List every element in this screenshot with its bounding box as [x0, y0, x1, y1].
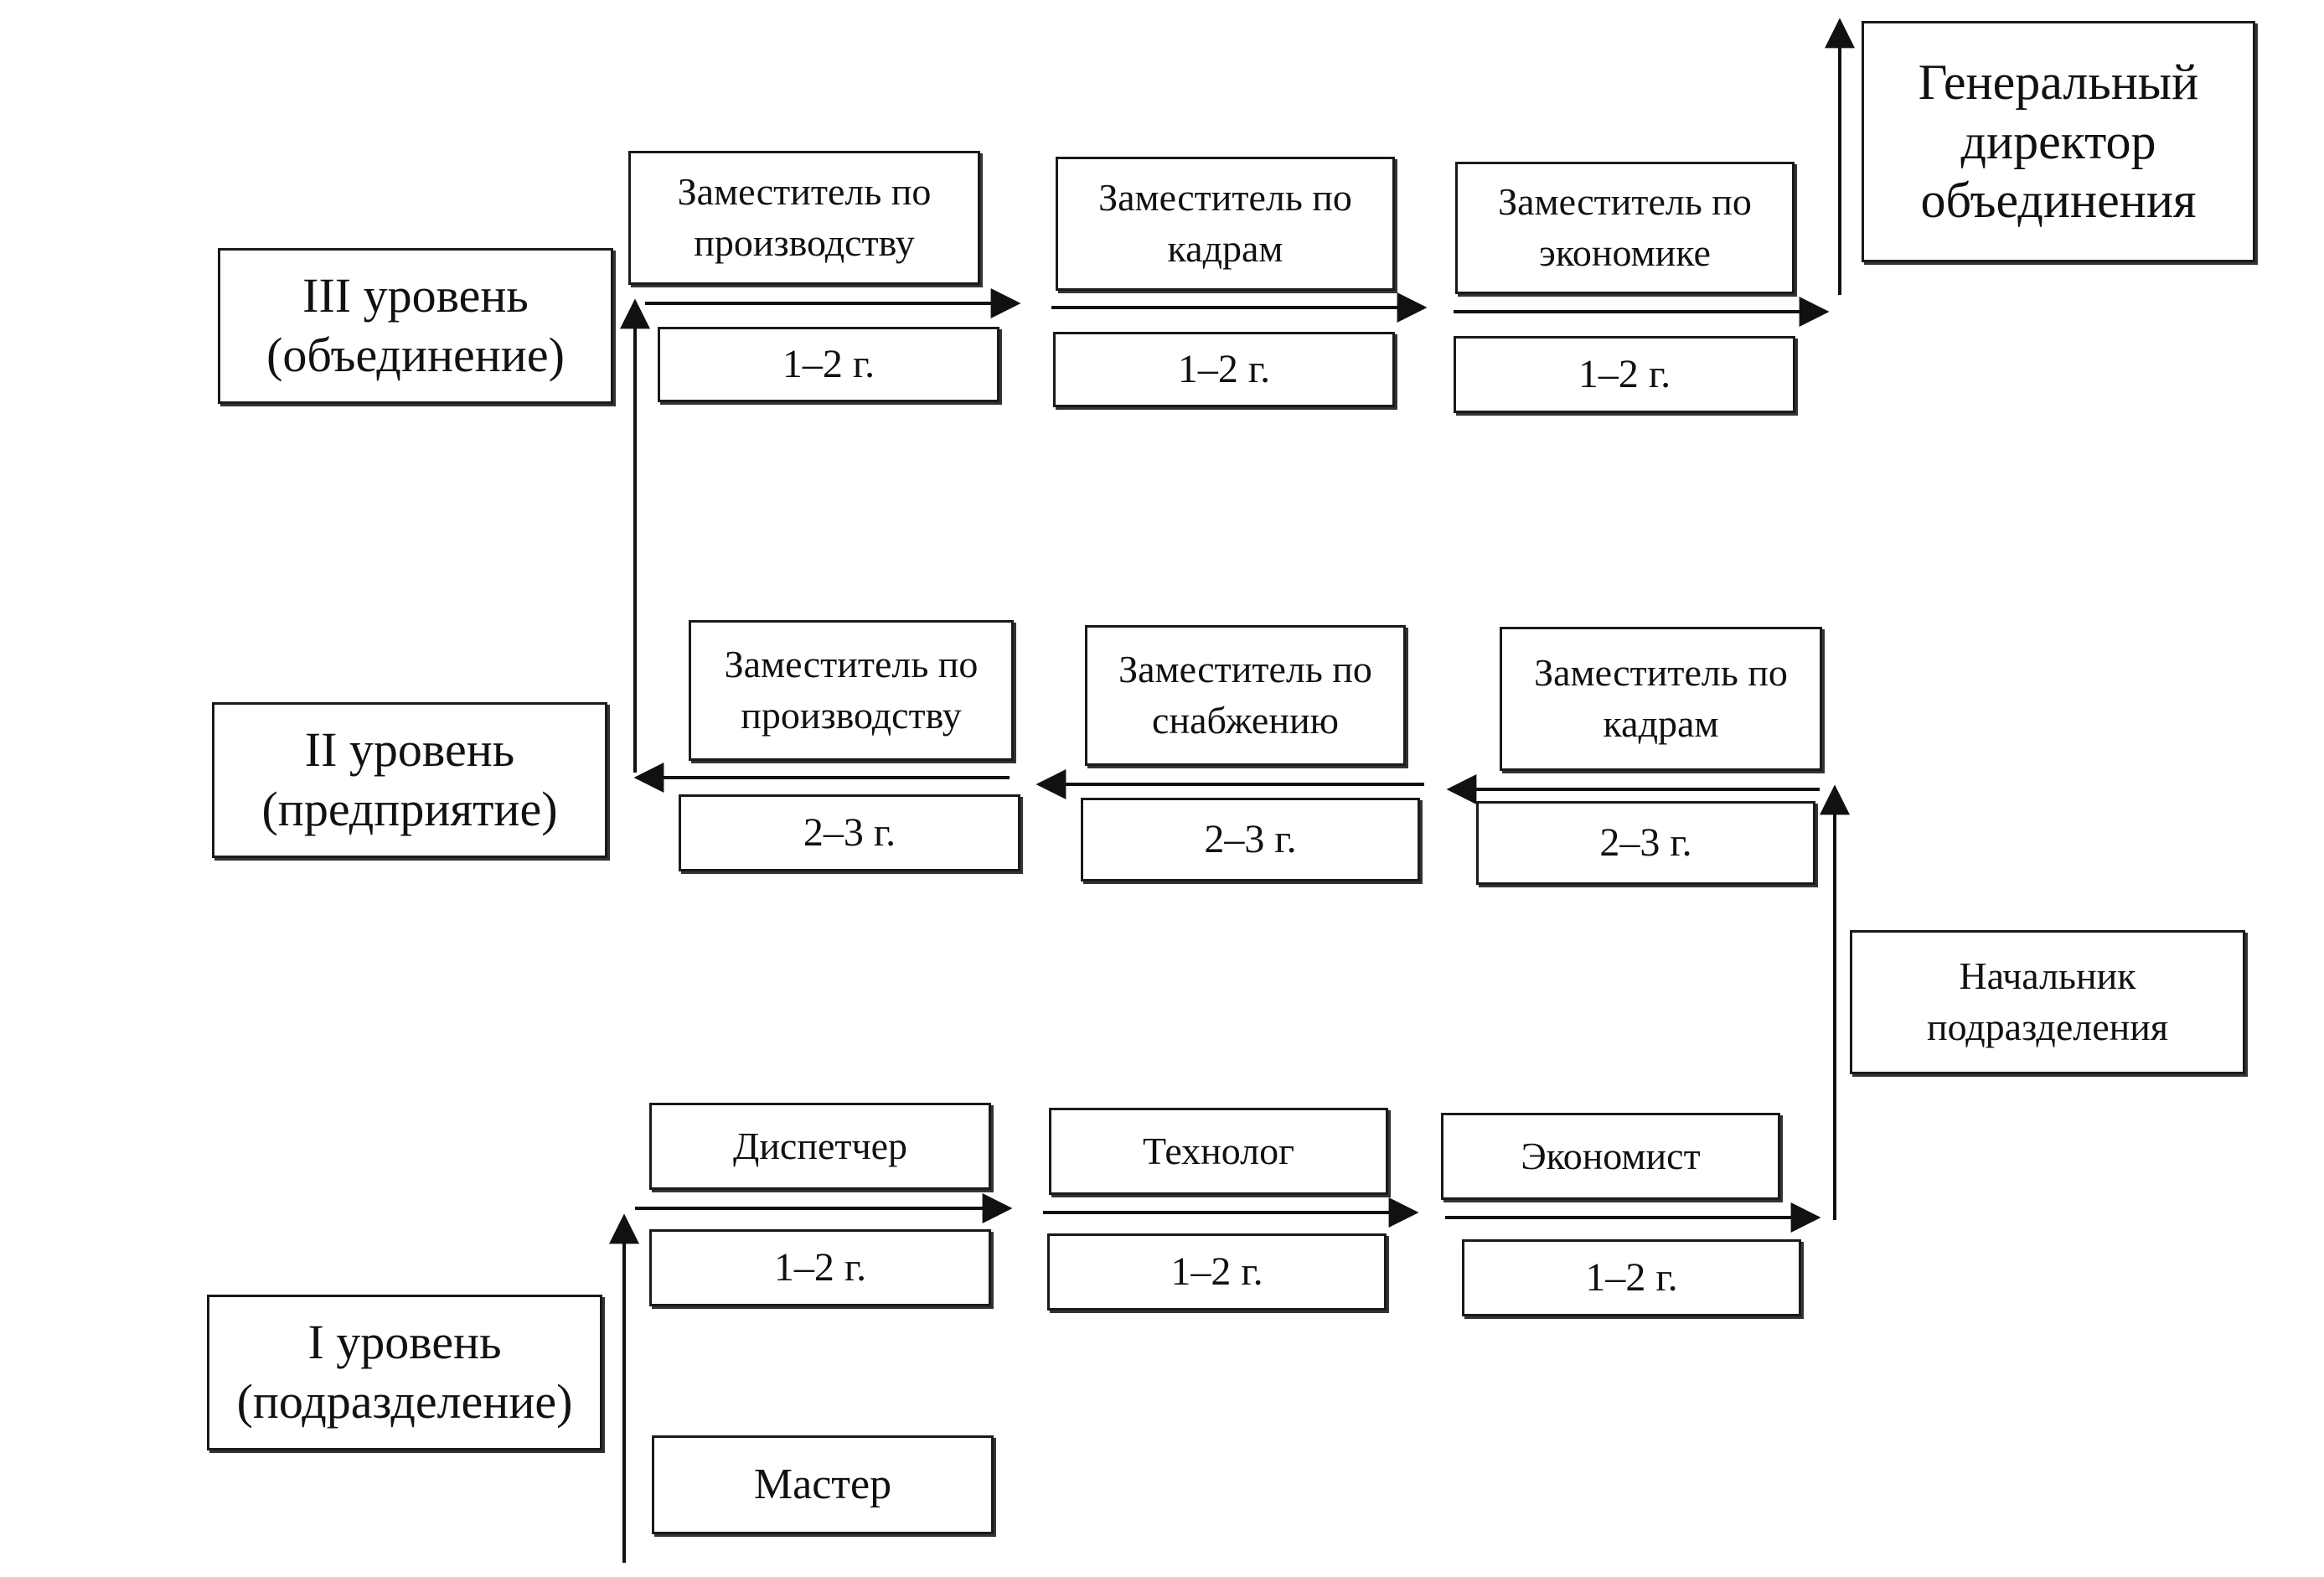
head-of-division-text: Начальник подразделения: [1926, 954, 2169, 1048]
l3-position-3: Заместитель по экономике: [1455, 162, 1795, 294]
general-director-box: Генеральный директор объединения: [1862, 21, 2255, 262]
l2-term-3-text: 2–3 г.: [1599, 820, 1692, 866]
l3-position-1-title: Заместитель по производству: [677, 170, 932, 264]
l2-term-1: 2–3 г.: [679, 794, 1020, 871]
l1-position-2: Технолог: [1049, 1108, 1388, 1195]
l3-term-2-text: 1–2 г.: [1177, 347, 1271, 392]
head-of-division-box: Начальник подразделения: [1850, 930, 2245, 1074]
l1-position-1: Диспетчер: [649, 1103, 991, 1190]
l2-position-1-title: Заместитель по производству: [724, 643, 979, 737]
level-3-text: III уровень (объединение): [266, 268, 565, 382]
master-box: Мастер: [652, 1435, 994, 1534]
level-1-text: I уровень (подразделение): [236, 1315, 573, 1429]
level-2-text: II уровень (предприятие): [261, 722, 558, 836]
l2-position-2: Заместитель по снабжению: [1085, 625, 1406, 766]
l2-term-3: 2–3 г.: [1476, 801, 1815, 885]
l1-position-1-title: Диспетчер: [732, 1124, 908, 1167]
l1-position-3-title: Экономист: [1521, 1134, 1701, 1177]
l1-term-1-text: 1–2 г.: [773, 1245, 867, 1290]
l2-position-2-title: Заместитель по снабжению: [1118, 648, 1372, 742]
l2-term-1-text: 2–3 г.: [803, 810, 896, 856]
l3-term-1: 1–2 г.: [658, 327, 999, 402]
l2-term-2: 2–3 г.: [1081, 798, 1420, 882]
l3-position-2: Заместитель по кадрам: [1056, 157, 1395, 291]
level-2-label: II уровень (предприятие): [212, 702, 607, 858]
l1-term-2: 1–2 г.: [1047, 1233, 1387, 1311]
l1-term-1: 1–2 г.: [649, 1229, 991, 1306]
l2-position-1: Заместитель по производству: [689, 620, 1014, 761]
l1-position-2-title: Технолог: [1143, 1129, 1294, 1172]
l3-position-1: Заместитель по производству: [628, 151, 980, 285]
l2-term-2-text: 2–3 г.: [1204, 817, 1297, 862]
l3-term-2: 1–2 г.: [1053, 332, 1395, 407]
level-3-label: III уровень (объединение): [218, 248, 613, 404]
l3-term-1-text: 1–2 г.: [782, 342, 875, 387]
general-director-text: Генеральный директор объединения: [1918, 54, 2199, 229]
l1-position-3: Экономист: [1441, 1113, 1780, 1200]
l1-term-3: 1–2 г.: [1462, 1239, 1801, 1316]
l1-term-2-text: 1–2 г.: [1170, 1249, 1263, 1295]
level-1-label: I уровень (подразделение): [207, 1295, 602, 1450]
l2-position-3: Заместитель по кадрам: [1500, 627, 1822, 771]
l3-position-2-title: Заместитель по кадрам: [1098, 176, 1352, 270]
l1-term-3-text: 1–2 г.: [1585, 1255, 1678, 1300]
l3-term-3: 1–2 г.: [1454, 336, 1795, 413]
master-text: Мастер: [753, 1460, 892, 1508]
l2-position-3-title: Заместитель по кадрам: [1534, 651, 1788, 745]
l3-position-3-title: Заместитель по экономике: [1498, 180, 1752, 274]
l3-term-3-text: 1–2 г.: [1578, 352, 1671, 397]
